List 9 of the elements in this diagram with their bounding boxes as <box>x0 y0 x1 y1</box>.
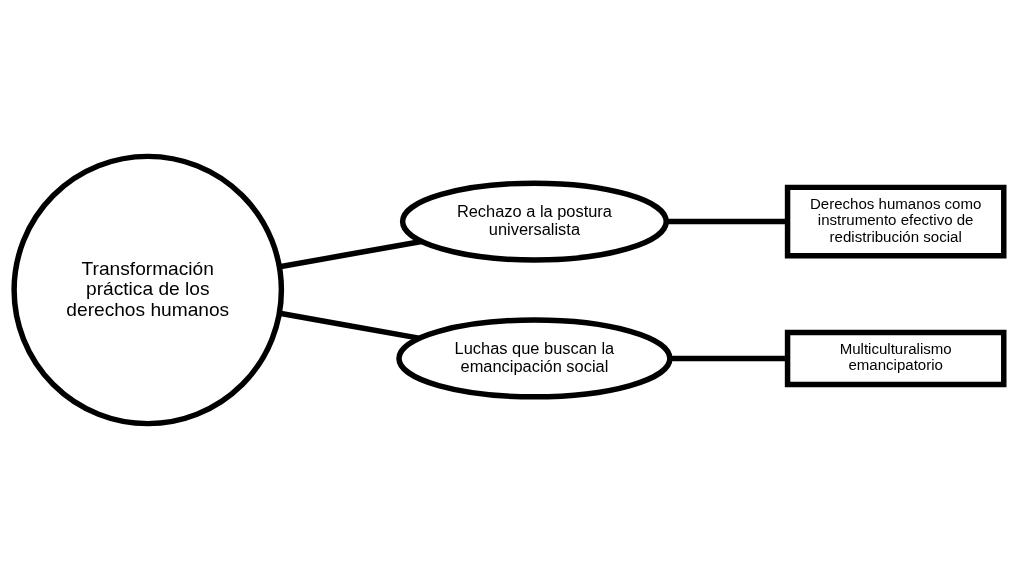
node-box: Derechos humanos como instrumento efectivo de redistribución social <box>784 184 1007 259</box>
connector <box>666 218 788 224</box>
node-ellipse: Rechazo a la postura universalista <box>399 179 669 263</box>
connector <box>670 355 787 361</box>
connector <box>279 238 422 269</box>
connector <box>279 310 420 341</box>
node-ellipse: Luchas que buscan la emancipación social <box>396 316 673 400</box>
node-box: Multiculturalismo emancipatorio <box>784 329 1007 387</box>
node-circle: Transformación práctica de los derechos humanos <box>11 153 285 426</box>
